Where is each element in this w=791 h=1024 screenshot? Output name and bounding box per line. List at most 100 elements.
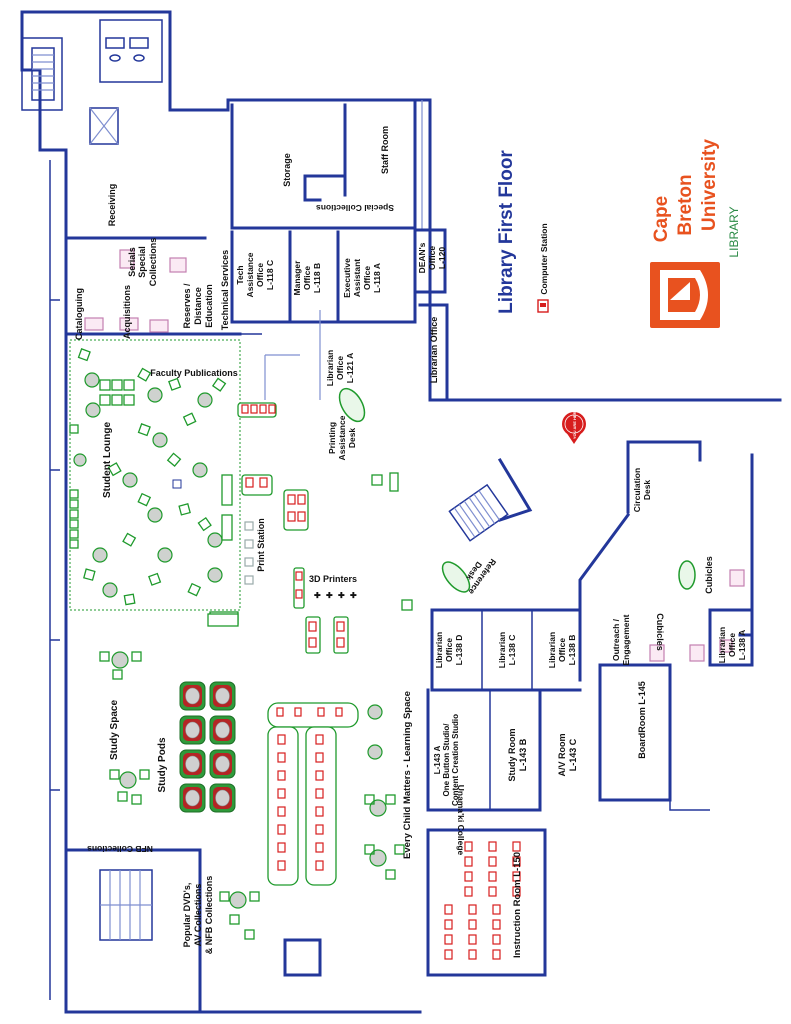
you-are-here-marker: YOU ARE HERE: [562, 409, 586, 444]
university-logo: Cape Breton University LIBRARY: [650, 139, 741, 328]
computer-station: [315, 734, 324, 745]
study-pod: [179, 715, 206, 745]
stairwell-bottom: [99, 869, 153, 941]
office-furniture: [84, 249, 745, 662]
label-learning-space: Every Child Matters - Learning Space: [402, 691, 413, 859]
label-print-station: Print Station: [256, 518, 266, 572]
study-pod: [209, 783, 236, 813]
computer-station: [488, 886, 497, 897]
computer-station: [277, 770, 286, 781]
label-av-room: A/V RoomL-143 C: [557, 733, 578, 776]
label-staff-room: Staff Room: [380, 126, 390, 174]
label-nfb-collections: NFB Collections: [87, 844, 153, 854]
label-faculty-publications: Faculty Publications: [150, 368, 238, 378]
computer-station: [315, 806, 324, 817]
room-labels: Storage Staff Room Special Collections R…: [74, 126, 747, 958]
computer-station: [277, 752, 286, 763]
computer-station: [315, 842, 324, 853]
logo-sub: LIBRARY: [727, 206, 741, 257]
label-acquisitions: Acquisitions: [122, 285, 132, 339]
logo-line-3: University: [699, 139, 720, 231]
label-cubicles-1: Cubicles: [704, 556, 714, 594]
label-receiving: Receiving: [107, 184, 117, 227]
computer-station: [468, 949, 477, 960]
computer-station: [468, 904, 477, 915]
label-3d-printers: 3D Printers: [309, 574, 357, 584]
building-walls: [20, 10, 782, 1014]
computer-station: [464, 856, 473, 867]
label-lib-138c: LibrarianL-138 C: [497, 632, 517, 668]
computer-station: [492, 904, 501, 915]
svg-text:✚: ✚: [338, 591, 345, 600]
computer-station: [444, 934, 453, 945]
computer-station: [444, 919, 453, 930]
label-reserves: Reserves /DistanceEducation: [182, 283, 214, 329]
map-header: Library First Floor Computer Station: [496, 150, 549, 314]
label-lib-138a: LibrarianOfficeL-138 A: [717, 627, 747, 663]
computer-station: [277, 842, 286, 853]
study-space-furniture: [99, 387, 696, 940]
label-cataloguing: Cataloguing: [74, 288, 84, 340]
label-outreach: Outreach /Engagement: [611, 614, 631, 665]
computer-station: [315, 860, 324, 871]
map-title: Library First Floor: [496, 150, 517, 314]
label-serials: Serials: [127, 247, 137, 277]
label-popular-dvds: Popular DVD's,AV Collections& NFB Collec…: [182, 876, 214, 955]
study-pod: [209, 681, 236, 711]
computer-station: [464, 886, 473, 897]
label-lib-138b: LibrarianOfficeL-138 B: [547, 632, 577, 668]
computer-station: [468, 919, 477, 930]
computer-station: [464, 841, 473, 852]
legend: Computer Station: [537, 223, 549, 313]
label-exec-assistant: ExecutiveAssistantOfficeL-118 A: [342, 258, 382, 298]
study-pod: [179, 681, 206, 711]
computer-station: [315, 788, 324, 799]
label-special-collections: Special Collections: [316, 203, 394, 213]
label-storage: Storage: [282, 153, 292, 187]
computer-station: [492, 934, 501, 945]
label-dean: DEAN'sOfficeL-120: [417, 242, 447, 273]
label-librarian-121a: LibrarianOfficeL-121 A: [325, 350, 355, 386]
label-circulation-desk: CirculationDesk: [632, 468, 652, 512]
computer-station: [468, 934, 477, 945]
computer-station: [512, 856, 521, 867]
study-pod: [179, 749, 206, 779]
label-tech-assistance: TechAssistanceOfficeL-118 C: [235, 252, 275, 297]
logo-line-1: Cape: [651, 196, 672, 242]
label-study-space: Study Space: [109, 700, 120, 760]
svg-text:✚: ✚: [314, 591, 321, 600]
label-instruction-room: Instruction Room L-150: [512, 852, 523, 958]
label-printing-desk: PrintingAssistanceDesk: [327, 415, 357, 460]
computer-station: [444, 904, 453, 915]
computer-station: [464, 871, 473, 882]
legend-computer-station: Computer Station: [539, 223, 549, 294]
study-pods: [179, 681, 236, 813]
computer-stations: ✚ ✚ ✚ ✚: [207, 402, 413, 654]
computer-station: [512, 871, 521, 882]
computer-station: [315, 770, 324, 781]
computer-station: [315, 824, 324, 835]
label-librarian-office: Librarian Office: [429, 317, 439, 384]
computer-station: [512, 886, 521, 897]
label-study-room: Study RoomL-143 B: [507, 729, 528, 782]
reference-staircase: [448, 483, 509, 542]
computer-station: [277, 806, 286, 817]
computer-station: [315, 752, 324, 763]
label-lib-138d: LibrarianOfficeL-138 D: [434, 632, 464, 668]
computer-station: [277, 788, 286, 799]
label-cubicles-2: Cubicles: [655, 613, 665, 651]
student-lounge-furniture: [69, 339, 241, 625]
label-study-pods: Study Pods: [157, 737, 168, 792]
computer-station: [444, 949, 453, 960]
logo-line-2: Breton: [675, 174, 696, 235]
computer-station: [512, 841, 521, 852]
study-pod: [209, 715, 236, 745]
label-boardroom: BoardRoom L-145: [637, 681, 647, 759]
computer-station: [277, 824, 286, 835]
instruction-room-computers: [444, 841, 521, 960]
computer-station: [488, 871, 497, 882]
svg-text:✚: ✚: [326, 591, 333, 600]
computer-station: [492, 949, 501, 960]
svg-text:✚: ✚: [350, 591, 357, 600]
